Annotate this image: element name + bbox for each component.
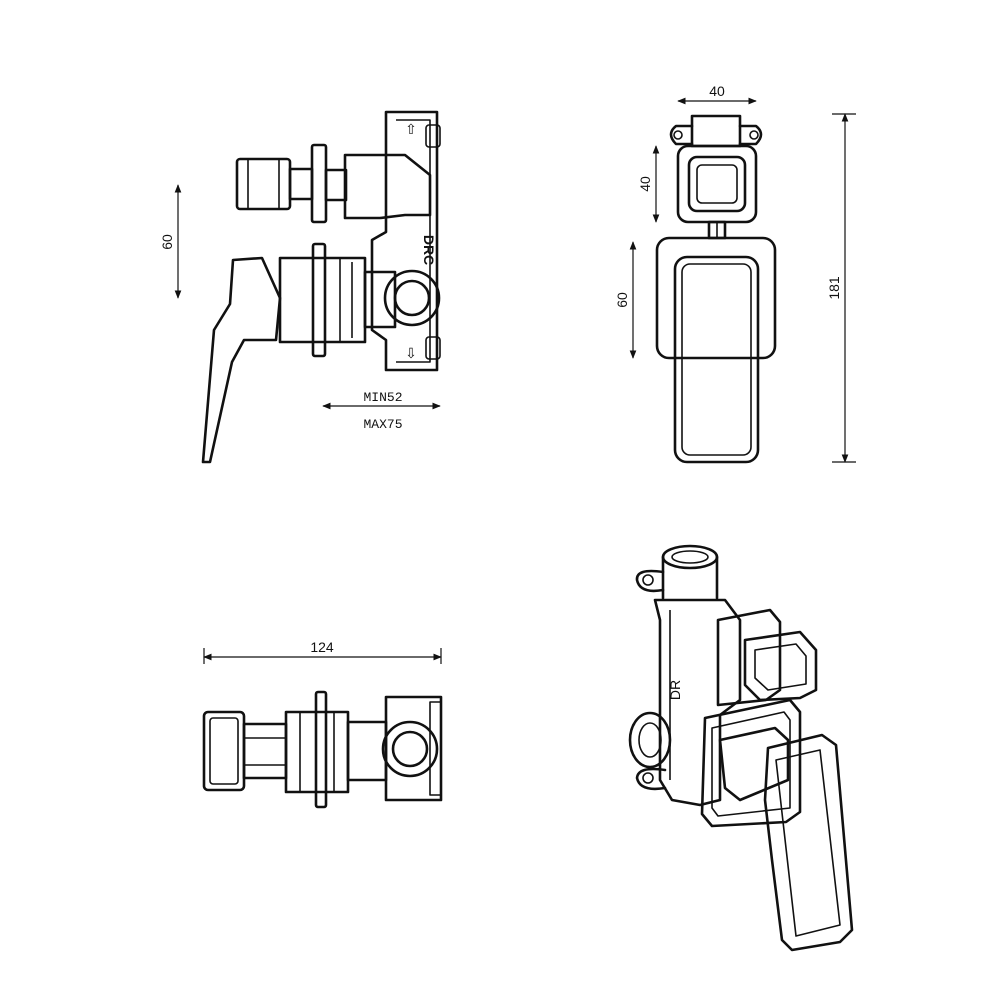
iso-main-body bbox=[653, 598, 742, 807]
side-upper-knob bbox=[235, 157, 292, 211]
side-upper-outlet-body bbox=[343, 153, 432, 220]
side-upper-knob-neck bbox=[288, 167, 314, 201]
side-inlet-inner bbox=[393, 279, 431, 317]
side-view: ⇧ ⇩ DR C 60 MIN52 MAX75 bbox=[159, 110, 441, 464]
direction-marking: DR bbox=[421, 235, 437, 255]
arrow-up-marking: ⇧ bbox=[405, 121, 417, 137]
dim-top-width: 124 bbox=[310, 639, 334, 655]
iso-left-inlet-outer bbox=[628, 711, 672, 769]
dim-min-depth: MIN52 bbox=[363, 390, 402, 405]
side-upper-neck bbox=[324, 168, 348, 202]
isometric-view: DR bbox=[628, 544, 854, 952]
iso-bottom-ear bbox=[635, 767, 667, 791]
iso-direction-marking: DR bbox=[667, 680, 683, 700]
iso-top-ear bbox=[635, 569, 665, 593]
side-mounting-bracket bbox=[370, 110, 439, 372]
dim-max-depth: MAX75 bbox=[363, 417, 402, 432]
top-view: 124 bbox=[202, 639, 443, 809]
iso-top-pipe-opening bbox=[661, 544, 719, 570]
arrow-down-marking: ⇩ bbox=[405, 345, 417, 361]
iso-upper-knob bbox=[743, 630, 818, 702]
side-bracket-inner bbox=[396, 119, 431, 363]
front-lever-handle bbox=[673, 255, 760, 464]
front-upper-knob-outer bbox=[687, 155, 747, 213]
front-lower-plate bbox=[655, 236, 777, 360]
dim-front-width: 40 bbox=[709, 83, 725, 99]
side-lever-handle bbox=[201, 256, 282, 464]
top-connector bbox=[346, 720, 388, 782]
iso-lower-plate bbox=[700, 698, 802, 828]
dim-front-total-height: 181 bbox=[826, 276, 842, 300]
front-view: 40 40 60 181 bbox=[614, 83, 856, 464]
iso-upper-plate bbox=[716, 608, 782, 707]
front-left-ear bbox=[669, 124, 694, 146]
iso-lever-base bbox=[718, 726, 790, 802]
side-inlet-outer bbox=[383, 269, 441, 327]
top-inlet-outer bbox=[381, 720, 439, 778]
iso-left-inlet-inner bbox=[638, 722, 662, 758]
dim-side-height: 60 bbox=[159, 234, 175, 250]
dim-front-upper-height: 40 bbox=[637, 176, 653, 192]
side-top-lug bbox=[425, 124, 441, 148]
front-top-pipe bbox=[690, 114, 742, 148]
iso-lever-handle bbox=[763, 733, 854, 952]
hot-cold-marking: C bbox=[421, 255, 437, 265]
side-upper-flange bbox=[310, 143, 328, 224]
top-inlet-inner bbox=[391, 730, 429, 768]
side-lower-cartridge bbox=[278, 256, 367, 344]
side-lower-flange bbox=[311, 242, 327, 358]
top-knob-neck bbox=[242, 722, 288, 780]
front-right-ear bbox=[738, 124, 763, 146]
front-upper-knob-inner bbox=[696, 164, 738, 204]
side-bottom-lug bbox=[425, 336, 441, 360]
dim-front-lower-height: 60 bbox=[614, 292, 630, 308]
top-flange bbox=[314, 690, 328, 809]
